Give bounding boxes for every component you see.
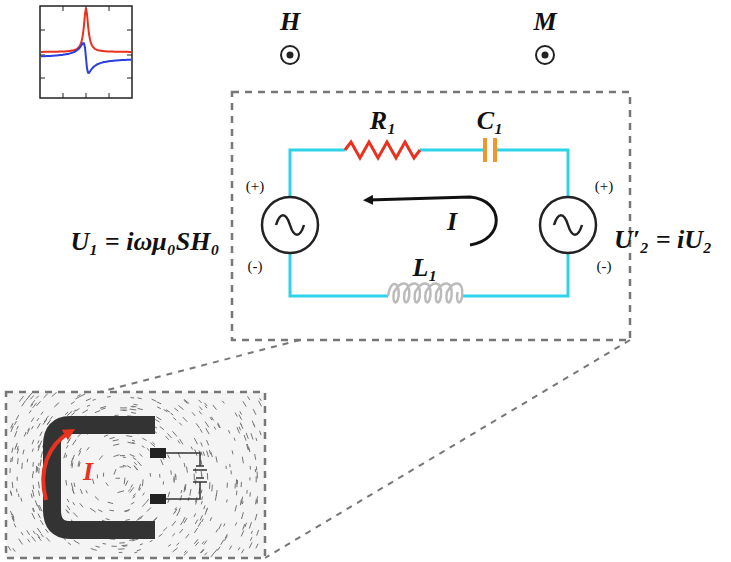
source-label: U′₂ = iU₂ [614, 226, 712, 255]
ac-source-symbol [262, 197, 596, 253]
field-label: M [533, 8, 556, 37]
current-arrow [43, 432, 70, 500]
component-label: C₁ [477, 107, 503, 136]
capacitor-symbol [485, 138, 495, 162]
magnet-loop [52, 425, 155, 530]
photo-inset [6, 392, 265, 558]
battery-symbol [166, 453, 207, 499]
polarity-mark: (-) [248, 258, 263, 275]
component-label: L₁ [413, 254, 438, 283]
current-label: I [83, 458, 93, 487]
zoom-frame [232, 92, 630, 340]
current-arrow [368, 197, 496, 245]
field-label: H [280, 8, 300, 37]
spectrum-plot [40, 6, 132, 98]
polarity-mark: (+) [246, 178, 264, 195]
component-label: R₁ [370, 107, 396, 136]
current-label: I [447, 208, 457, 237]
polarity-mark: (+) [595, 178, 613, 195]
circuit-wire [290, 150, 568, 296]
resistor-symbol [345, 142, 420, 158]
inductor-symbol [388, 283, 462, 302]
source-label: U₁ = iωμ₀SH₀ [71, 228, 220, 257]
polarity-mark: (-) [597, 258, 612, 275]
field-direction-symbol [281, 46, 554, 64]
